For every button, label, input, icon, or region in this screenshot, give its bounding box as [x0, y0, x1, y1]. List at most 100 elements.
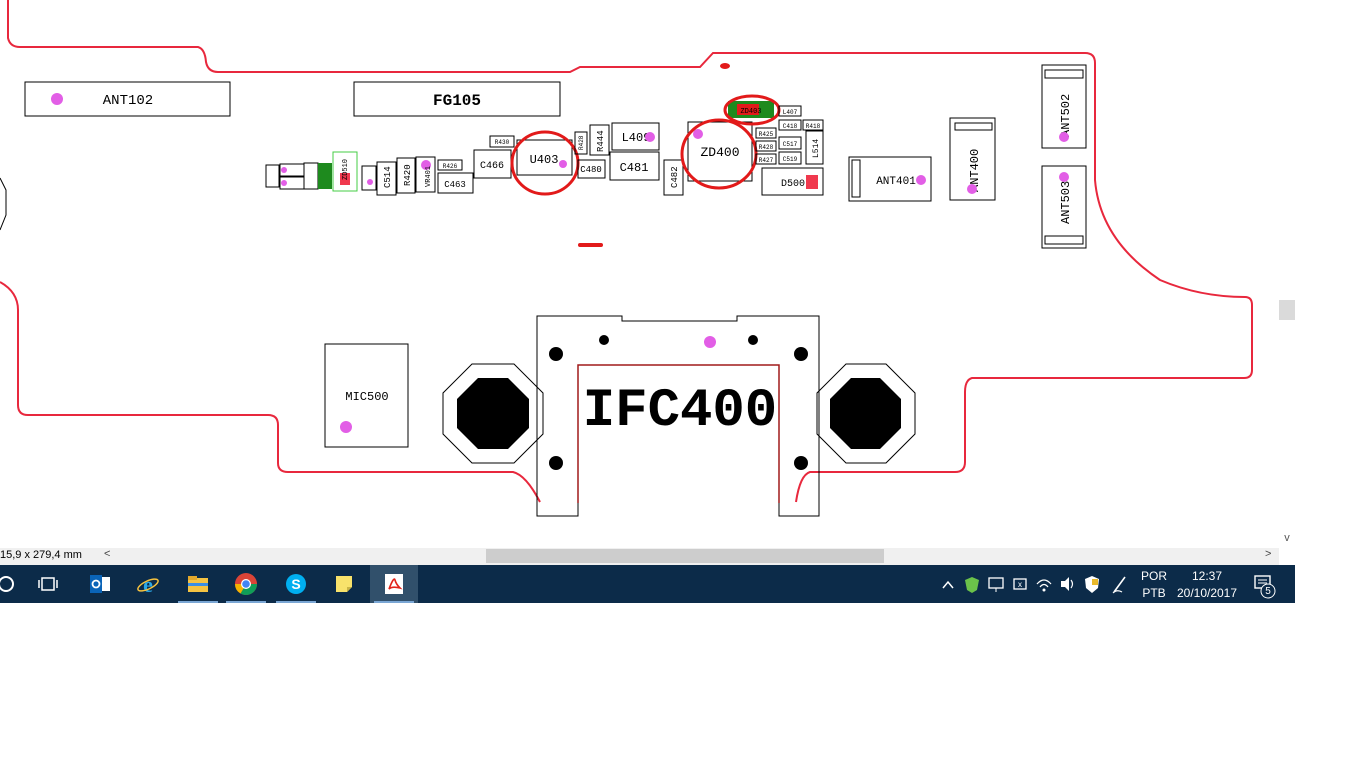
r420-label: R420 [403, 164, 413, 186]
tray-network-adapter[interactable]: x [1010, 565, 1030, 603]
svg-text:S: S [291, 576, 300, 592]
r426-box [437, 159, 463, 171]
tray-wifi[interactable] [1034, 565, 1054, 603]
scroll-left-arrow[interactable]: < [104, 548, 111, 560]
tray-monitor[interactable] [986, 565, 1006, 603]
tray-app-green[interactable] [962, 565, 982, 603]
c519-box [778, 151, 802, 165]
c517-box [778, 136, 802, 150]
mic500-box [324, 343, 409, 448]
left-mount-hole [457, 378, 529, 449]
r426-label: R426 [443, 163, 458, 170]
testpoint [51, 93, 63, 105]
ifc400-outline [536, 315, 820, 517]
monitor-icon [988, 577, 1004, 592]
board-outline-bottom [0, 281, 541, 503]
testpoint [340, 421, 352, 433]
fg105-box [353, 81, 561, 117]
chrome-button[interactable] [222, 565, 270, 603]
u403-label: U403 [530, 153, 559, 167]
testpoint [281, 167, 287, 173]
show-hidden-icons[interactable] [940, 565, 956, 603]
c482-box [663, 159, 684, 196]
testpoint [559, 160, 567, 168]
c519-label: C519 [783, 156, 798, 163]
component [303, 162, 319, 190]
document-viewer[interactable]: ANT102 FG105 ZD510 C514 R420 VR401 R426 … [0, 0, 1295, 565]
c418-label: C418 [783, 123, 798, 130]
ant503-inner [1044, 235, 1084, 245]
vertical-scrollbar[interactable]: v [1279, 0, 1295, 548]
tray-volume[interactable] [1058, 565, 1078, 603]
shield-check-icon [965, 577, 979, 593]
c463-label: C463 [444, 180, 466, 190]
board-outline-left-notch [0, 177, 7, 231]
testpoint [421, 160, 431, 170]
security-shield-icon [1085, 576, 1099, 593]
component [361, 165, 377, 191]
r428-label: R428 [578, 135, 585, 150]
language-indicator[interactable]: POR PTB [1137, 568, 1171, 606]
ant400-box [949, 117, 996, 201]
taskbar: e S x POR PTB [0, 565, 1295, 603]
svg-text:e: e [143, 572, 153, 596]
mount-hole [794, 456, 808, 470]
r444-box [589, 124, 610, 156]
status-bar: 15,9 x 279,4 mm < > [0, 548, 1279, 565]
c466-label: C466 [480, 161, 504, 172]
zd400-label: ZD400 [700, 145, 739, 160]
r428-box [574, 131, 588, 155]
folder-icon [188, 576, 208, 592]
r444-label: R444 [596, 130, 606, 152]
zd510-label: ZD510 [342, 159, 350, 180]
internet-explorer-button[interactable]: e [124, 565, 172, 603]
pcb-layout: ANT102 FG105 ZD510 C514 R420 VR401 R426 … [0, 0, 1253, 517]
clock-time: 12:37 [1191, 569, 1223, 583]
ant503-label: ANT503 [1059, 181, 1073, 224]
c480-box [577, 159, 606, 179]
cortana-button[interactable] [0, 565, 30, 603]
mount-hole [549, 347, 563, 361]
r430-label: R430 [495, 139, 510, 146]
pen-icon [1112, 576, 1126, 594]
ant503-box [1041, 165, 1087, 249]
l409-label: L409 [622, 131, 651, 145]
tray-security[interactable] [1082, 565, 1102, 603]
skype-button[interactable]: S [272, 565, 320, 603]
outlook-button[interactable] [76, 565, 124, 603]
vr401-label: VR401 [425, 166, 433, 187]
vertical-scroll-thumb[interactable] [1279, 300, 1295, 320]
horizontal-scrollbar[interactable] [118, 549, 1258, 563]
ant401-box [848, 156, 932, 202]
running-indicator [374, 601, 414, 603]
testpoint [916, 175, 926, 185]
clock[interactable]: 12:37 20/10/2017 [1172, 568, 1242, 606]
testpoint [704, 336, 716, 348]
task-view-button[interactable] [24, 565, 72, 603]
scroll-down-arrow[interactable]: v [1284, 532, 1290, 544]
ifc400-inner-red [577, 364, 780, 503]
c514-box [376, 161, 397, 196]
testpoint [645, 132, 655, 142]
clock-date: 20/10/2017 [1176, 586, 1238, 600]
action-center-button[interactable]: 5 [1250, 565, 1280, 603]
horizontal-scroll-thumb[interactable] [486, 549, 884, 563]
red-mark [720, 63, 730, 69]
tray-pen[interactable] [1108, 565, 1132, 603]
file-explorer-button[interactable] [174, 565, 222, 603]
c480-label: C480 [580, 165, 602, 175]
scroll-right-arrow[interactable]: > [1265, 548, 1272, 560]
acrobat-button[interactable] [370, 565, 418, 603]
vr401-box [415, 156, 436, 193]
c517-label: C517 [783, 141, 798, 148]
outlook-icon [90, 575, 110, 593]
chevron-up-icon [942, 580, 954, 589]
chrome-icon [235, 573, 257, 595]
l514-box [805, 130, 824, 165]
r425-box [755, 127, 777, 139]
c482-label: C482 [670, 166, 680, 188]
language-bottom: PTB [1142, 586, 1166, 600]
mount-hole [599, 335, 609, 345]
sticky-notes-button[interactable] [320, 565, 368, 603]
language-top: POR [1140, 569, 1167, 583]
